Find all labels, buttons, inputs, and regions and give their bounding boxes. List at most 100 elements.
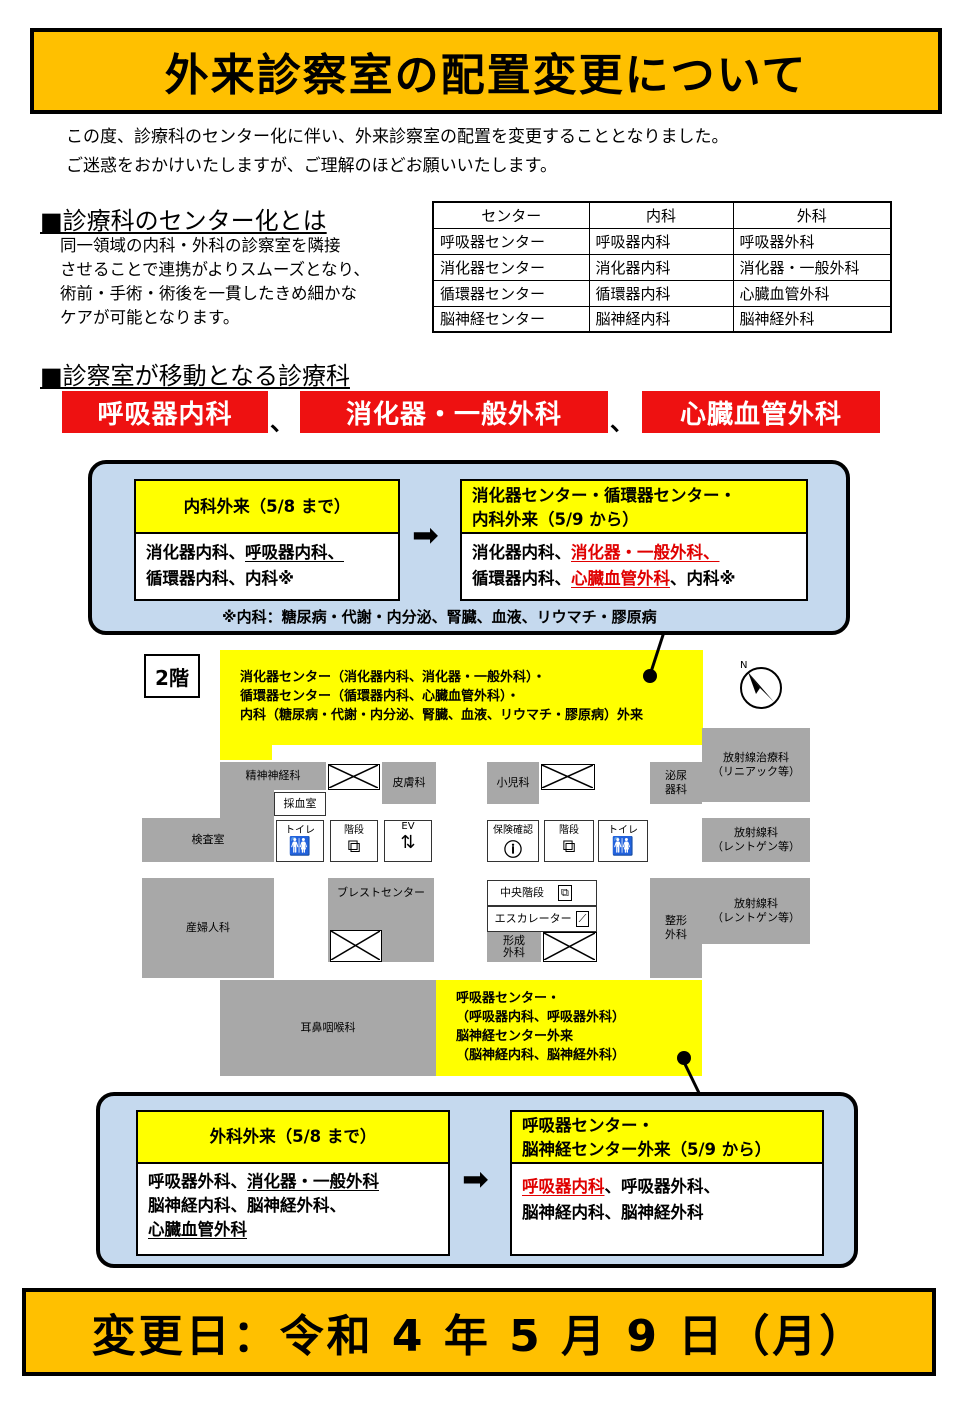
intro-line-2: ご迷惑をおかけいたしますが、ご理解のほどお願いいたします。 — [66, 156, 557, 176]
table-cell: 呼吸器内科 — [588, 227, 734, 255]
card-heading: 外科外来（5/8 まで） — [138, 1112, 448, 1164]
after-card-internal: 消化器センター・循環器センター・ 内科外来（5/9 から） 消化器内科、消化器・… — [460, 479, 808, 601]
right-arrow-icon: ➡ — [412, 516, 439, 554]
card-body: 消化器内科、呼吸器内科、 循環器内科、内科※ — [136, 534, 398, 598]
map-room-ent: 耳鼻咽喉科 — [220, 980, 436, 1076]
map-label: 内科（糖尿病・代謝・内分泌、腎臓、血液、リウマチ・膠原病）外来 — [240, 708, 644, 723]
card-text: 、内科※ — [670, 569, 736, 588]
table-cell: 呼吸器外科 — [732, 227, 892, 255]
map-room-lab: 検査室 — [142, 818, 274, 862]
right-arrow-icon: ➡ — [462, 1160, 489, 1198]
stairs-icon: ⧉ — [347, 836, 361, 857]
center-desc: 同一領域の内科・外科の診察室を隣接 させることで連携がよりスムーズとなり、 術前… — [60, 234, 370, 330]
card-body: 呼吸器外科、消化器・一般外科 脳神経内科、脳神経外科、 心臓血管外科 — [138, 1164, 448, 1248]
map-room-dermatology: 皮膚科 — [382, 762, 436, 804]
map-stairs-1: 階段 ⧉ — [330, 820, 378, 862]
table-row: 消化器センター 消化器内科 消化器・一般外科 — [432, 253, 892, 281]
map-label: エスカレーター — [494, 912, 572, 925]
card-body: 消化器内科、消化器・一般外科、 循環器内科、心臓血管外科、内科※ — [462, 534, 806, 598]
map-label: 脳神経センター外来 — [456, 1029, 574, 1044]
card-text: 脳神経内科、脳神経外科、 — [148, 1196, 346, 1215]
card-text-highlighted: 消化器・一般外科、 — [571, 543, 720, 562]
stairs-icon: ⧉ — [558, 885, 572, 901]
page-title: 外来診察室の配置変更について — [30, 28, 942, 114]
map-room-psychiatry: 精神神経科 — [220, 762, 326, 790]
table-header-row: センター 内科 外科 — [432, 201, 892, 229]
map-label: 保険確認 — [493, 825, 533, 836]
map-room-blood-draw: 採血室 — [274, 792, 326, 816]
card-text-underlined: 消化器・一般外科 — [247, 1172, 379, 1191]
map-label: 循環器センター（循環器内科、心臓血管外科）・ — [240, 689, 520, 704]
card-text-highlighted: 心臓血管外科 — [571, 569, 670, 588]
map-toilet-2: トイレ 🚻 — [598, 820, 648, 862]
closed-room-icon — [330, 930, 382, 962]
table-cell: 脳神経外科 — [732, 305, 892, 333]
card-body: 呼吸器内科、呼吸器外科、 脳神経内科、脳神経外科 — [512, 1164, 822, 1232]
corridor — [272, 745, 703, 760]
card-text-highlighted: 呼吸器内科 — [522, 1177, 605, 1196]
closed-room-icon — [541, 764, 595, 790]
after-card-surgery: 呼吸器センター・ 脳神経センター外来（5/9 から） 呼吸器内科、呼吸器外科、 … — [510, 1110, 824, 1256]
info-icon: ⓘ — [504, 840, 522, 861]
map-label: 消化器センター（消化器内科、消化器・一般外科）・ — [240, 670, 546, 685]
map-room-urology: 泌尿 器科 — [650, 762, 702, 804]
map-label: （呼吸器内科、呼吸器外科） — [456, 1010, 626, 1025]
card-text: 消化器内科、 — [146, 543, 245, 562]
moving-tag: 呼吸器内科 — [62, 391, 268, 433]
card-heading-line: 消化器センター・循環器センター・ — [472, 486, 736, 505]
center-desc-line: 同一領域の内科・外科の診察室を隣接 — [60, 236, 341, 255]
card-text-underlined: 呼吸器内科、 — [245, 543, 344, 562]
tag-separator: 、 — [610, 408, 634, 436]
table-cell: 循環器センター — [432, 279, 590, 307]
map-room-radiology-2: 放射線科 （レントゲン等） — [702, 878, 810, 944]
moving-heading: ■診察室が移動となる診療科 — [40, 362, 350, 390]
card-heading: 消化器センター・循環器センター・ 内科外来（5/9 から） — [462, 481, 806, 534]
map-room-pediatrics: 小児科 — [487, 762, 539, 804]
table-header: 内科 — [588, 201, 734, 229]
before-card-internal: 内科外来（5/8 まで） 消化器内科、呼吸器内科、 循環器内科、内科※ — [134, 479, 400, 601]
map-central-stairs: 中央階段 ⧉ — [487, 880, 597, 906]
map-insurance-check: 保険確認 ⓘ — [487, 820, 539, 862]
table-cell: 消化器センター — [432, 253, 590, 281]
pointer-dot — [677, 1051, 691, 1065]
center-table: センター 内科 外科 呼吸器センター 呼吸器内科 呼吸器外科 消化器センター 消… — [432, 201, 892, 333]
toilet-icon: 🚻 — [288, 836, 312, 857]
card-text-underlined: 心臓血管外科 — [148, 1220, 247, 1239]
map-label: EV — [401, 821, 415, 832]
table-cell: 脳神経内科 — [588, 305, 734, 333]
map-elevator: EV ⇅ — [384, 820, 432, 862]
map-room-orthopedics: 整形 外科 — [650, 878, 702, 978]
tag-separator: 、 — [270, 408, 294, 436]
map-toilet-1: トイレ 🚻 — [276, 820, 324, 862]
map-label: 階段 — [559, 825, 579, 836]
map-room-radiotherapy: 放射線治療科 （リニアック等） — [702, 728, 810, 802]
center-desc-line: ケアが可能となります。 — [60, 308, 240, 327]
map-room-plastic-surgery: 形成 外科 — [487, 932, 541, 962]
table-cell: 脳神経センター — [432, 305, 590, 333]
map-room-obgyn: 産婦人科 — [142, 878, 274, 978]
map-room-radiology-1: 放射線科 （レントゲン等） — [702, 818, 810, 862]
card-text: 呼吸器外科、 — [148, 1172, 247, 1191]
map-corridor-block — [220, 790, 274, 820]
table-cell: 心臓血管外科 — [732, 279, 892, 307]
compass-icon: N — [740, 660, 782, 709]
card-heading-line: 内科外来（5/9 から） — [472, 510, 639, 529]
map-label: 中央階段 — [500, 886, 544, 899]
elevator-icon: ⇅ — [400, 832, 416, 853]
svg-text:N: N — [740, 660, 747, 671]
card-heading: 内科外来（5/8 まで） — [136, 481, 398, 534]
bottom-panel: 外科外来（5/8 まで） 呼吸器外科、消化器・一般外科 脳神経内科、脳神経外科、… — [96, 1092, 858, 1268]
map-escalator: エスカレーター ⟋ — [487, 906, 597, 932]
intro-line-1: この度、診療科のセンター化に伴い、外来診察室の配置を変更することとなりました。 — [66, 127, 729, 147]
table-cell: 呼吸器センター — [432, 227, 590, 255]
card-text: 、呼吸器外科、 — [604, 1177, 721, 1196]
table-header: センター — [432, 201, 590, 229]
closed-room-icon — [543, 932, 597, 962]
map-label: （脳神経内科、脳神経外科） — [456, 1048, 626, 1063]
card-text: 循環器内科、内科※ — [146, 569, 295, 588]
card-heading-line: 呼吸器センター・ — [522, 1116, 654, 1135]
map-label: 階段 — [344, 825, 364, 836]
map-label: トイレ — [285, 825, 315, 836]
card-text: 脳神経内科、脳神経外科 — [522, 1203, 704, 1222]
table-cell: 消化器・一般外科 — [732, 253, 892, 281]
